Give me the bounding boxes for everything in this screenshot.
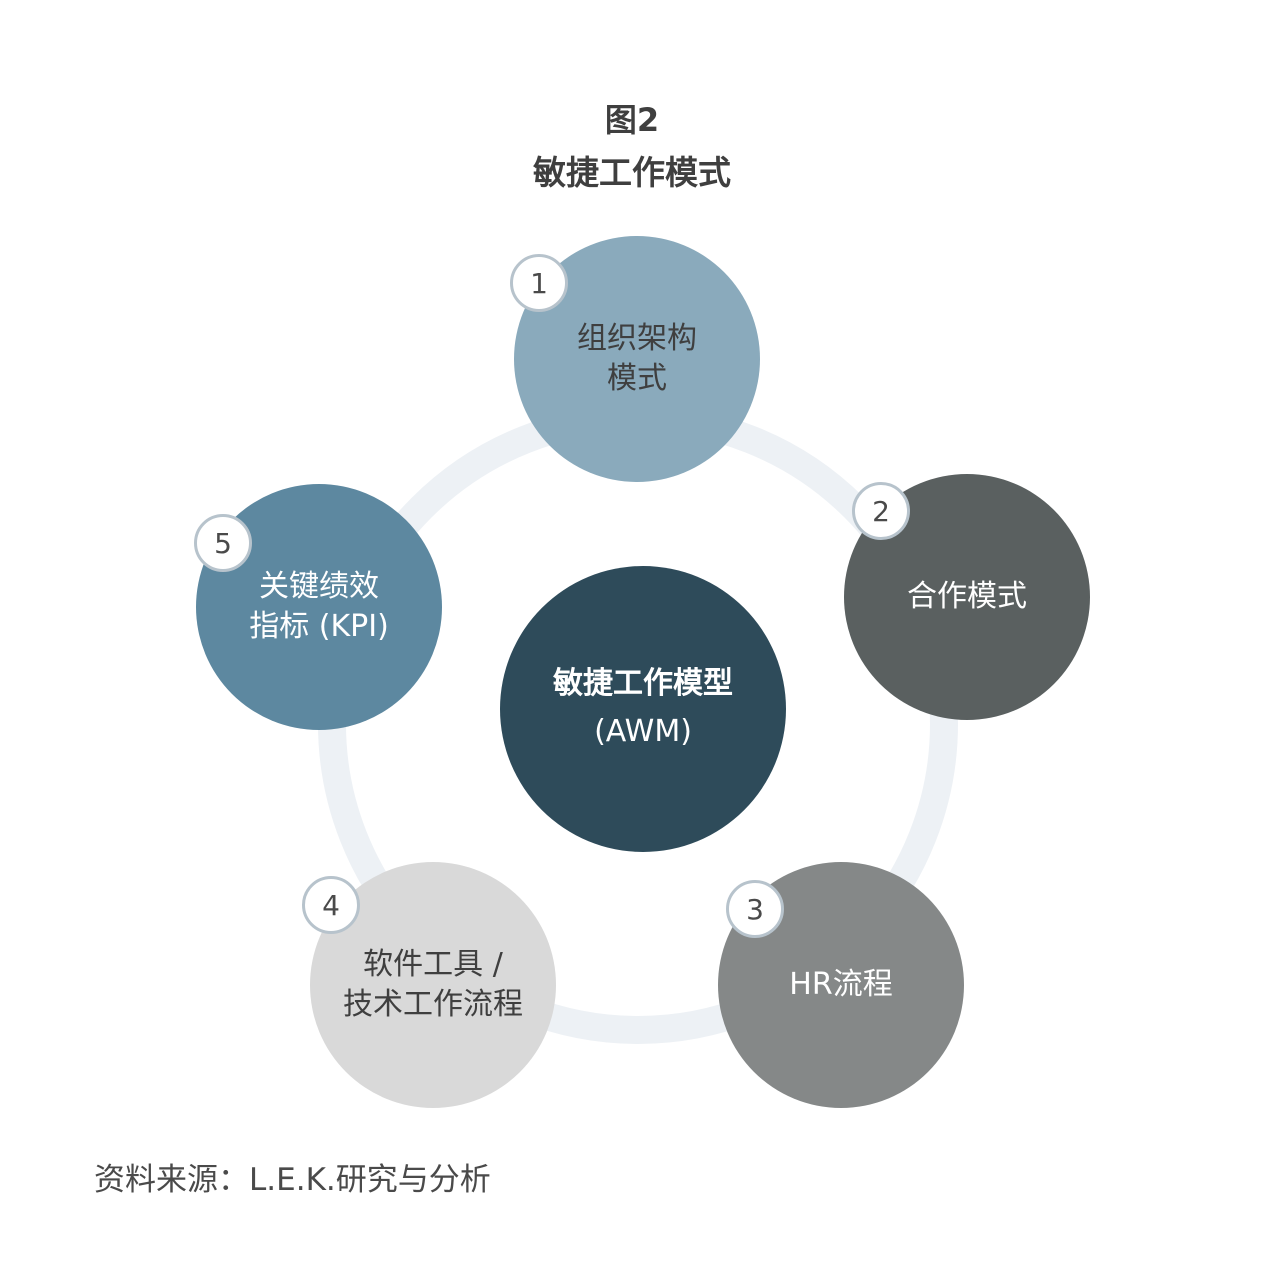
node-3-number-badge: 3 xyxy=(726,880,784,938)
node-3-line-1: HR流程 xyxy=(789,967,893,1002)
node-1-line-2: 模式 xyxy=(607,361,667,396)
center-node-subtitle: (AWM) xyxy=(594,714,692,749)
node-5-number-badge: 5 xyxy=(194,514,252,572)
source-note: 资料来源：L.E.K.研究与分析 xyxy=(94,1162,491,1198)
figure-title: 敏捷工作模式 xyxy=(533,153,731,192)
center-node-awm: 敏捷工作模型 (AWM) xyxy=(500,566,786,852)
node-2-line-1: 合作模式 xyxy=(907,579,1027,614)
node-4-line-1: 软件工具 / xyxy=(363,947,503,982)
node-1-line-1: 组织架构 xyxy=(577,321,697,356)
node-5-line-1: 关键绩效 xyxy=(259,569,379,604)
node-5-line-2: 指标 (KPI) xyxy=(249,609,389,644)
node-1-number-badge: 1 xyxy=(510,254,568,312)
center-node-title: 敏捷工作模型 xyxy=(553,666,733,701)
figure-label: 图2 xyxy=(604,101,660,139)
node-2-number-badge: 2 xyxy=(852,482,910,540)
node-4-line-2: 技术工作流程 xyxy=(343,987,523,1022)
node-4-number-badge: 4 xyxy=(302,876,360,934)
